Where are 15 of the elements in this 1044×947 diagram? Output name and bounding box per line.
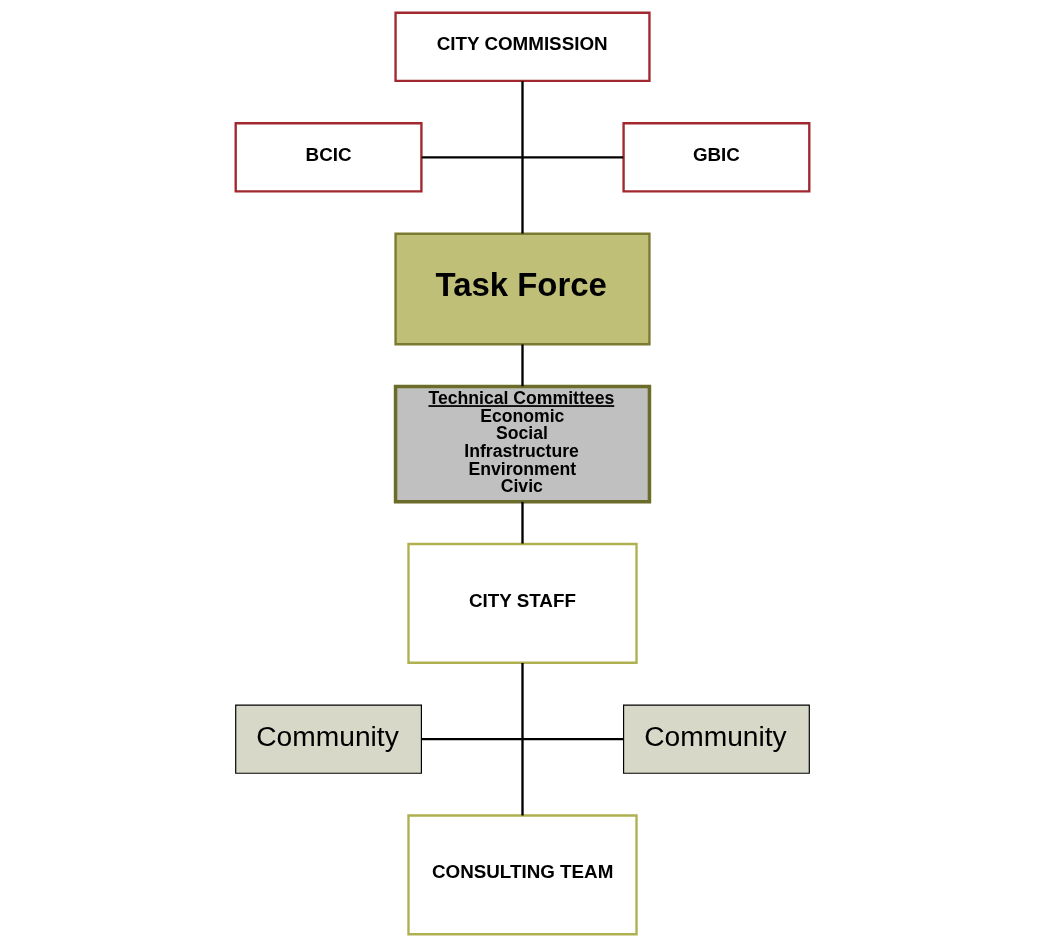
node-box: GBIC <box>621 122 810 193</box>
node-box: CONSULTING TEAM <box>406 814 638 936</box>
connector <box>421 737 623 741</box>
connector <box>520 81 524 234</box>
node-box: Community <box>234 704 422 774</box>
connector <box>421 156 623 159</box>
node-box: BCIC <box>234 122 423 193</box>
node-box: Technical Committees Economic Social Infrastructure Environment Civic <box>393 384 651 504</box>
connector <box>520 344 524 387</box>
connector <box>520 501 524 544</box>
connector <box>520 662 524 816</box>
node-box: CITY COMMISSION <box>393 11 651 83</box>
node-box: Community <box>622 704 810 774</box>
node-box: CITY STAFF <box>406 542 638 664</box>
node-box: Task Force <box>393 232 651 346</box>
